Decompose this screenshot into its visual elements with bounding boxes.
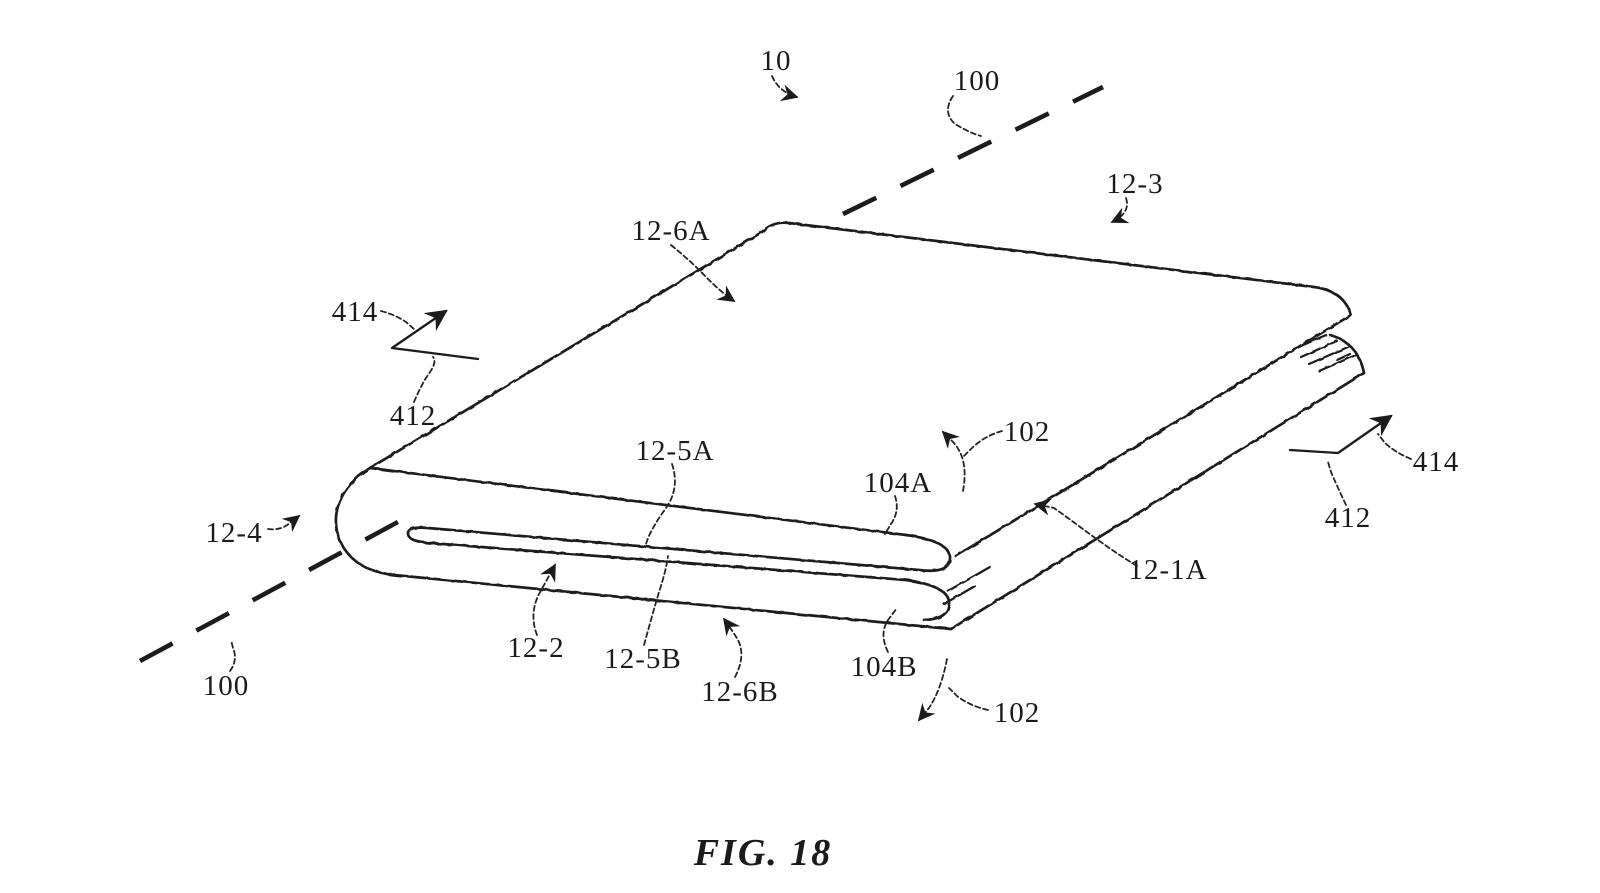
gap-hatching-right-corner	[1292, 333, 1358, 373]
device-line-art	[334, 221, 1366, 631]
ref-label-12-1A: 12-1A	[1128, 554, 1207, 586]
rotation-arrow-102-upper	[941, 430, 966, 492]
leader-414-left	[380, 310, 415, 330]
leader-412-right	[1327, 461, 1347, 506]
bottom-half-right-edge	[949, 333, 1366, 631]
ref-label-12-4: 12-4	[205, 517, 262, 549]
gap-mark	[942, 584, 977, 606]
leader-102-upper	[963, 430, 1003, 457]
top-half-right-edge	[954, 313, 1353, 558]
gap-mark	[946, 565, 992, 593]
hatch-stroke	[1299, 339, 1339, 359]
ref-label-412-right: 412	[1325, 502, 1372, 534]
gap-marks-front-right	[942, 565, 992, 606]
ref-label-414-right: 414	[1413, 446, 1460, 478]
leader-104B	[882, 607, 898, 653]
reference-labels: 10 100 12-3 12-6A 414 412 12-4 100 12-5A 104A 102 1…	[203, 45, 1460, 729]
leader-12-5A	[645, 463, 676, 545]
leader-12-6B	[722, 617, 743, 678]
leader-lines	[229, 75, 1412, 722]
leader-10	[771, 75, 799, 102]
leader-12-5B	[643, 555, 669, 646]
top-surface-front-edge	[368, 466, 908, 537]
ref-label-100-top: 100	[954, 65, 1001, 97]
direction-symbols	[390, 309, 1393, 455]
ref-label-10: 10	[761, 45, 792, 77]
hatch-stroke	[1335, 352, 1352, 362]
ref-label-102-upper: 102	[1004, 416, 1051, 448]
leader-12-3	[1110, 197, 1130, 224]
leader-102-lower	[948, 687, 989, 711]
leader-104A	[884, 495, 898, 535]
ref-label-12-6B: 12-6B	[701, 676, 779, 708]
leader-414-right	[1377, 433, 1412, 460]
top-surface-back-edge	[760, 221, 1353, 317]
fold-axis-upper-segment	[841, 84, 1105, 217]
fold-axis-lower-segment	[138, 519, 400, 664]
leader-12-2	[532, 563, 556, 636]
hatch-stroke	[1292, 333, 1328, 351]
ref-label-412-left: 412	[390, 400, 437, 432]
front-seam-and-rounded-ends	[406, 526, 952, 622]
ref-label-12-2: 12-2	[507, 632, 564, 664]
ref-label-12-5B: 12-5B	[604, 643, 682, 675]
hatch-stroke	[1317, 353, 1358, 373]
leader-12-6A	[670, 244, 736, 302]
rotation-arrow-102-lower	[917, 658, 948, 722]
leader-100-bottom	[229, 639, 236, 672]
ref-label-104A: 104A	[864, 467, 932, 499]
bend-outer-curve-and-bottom-edge	[334, 466, 953, 631]
fold-axis-centerline	[138, 84, 1105, 664]
leader-12-4	[267, 514, 301, 533]
hatch-stroke	[1307, 345, 1350, 366]
ref-label-104B: 104B	[851, 651, 918, 683]
ref-label-102-lower: 102	[994, 697, 1041, 729]
right-412-line-414-arrow	[1288, 414, 1393, 455]
ref-label-12-5A: 12-5A	[635, 435, 714, 467]
ref-label-12-6A: 12-6A	[631, 215, 710, 247]
top-surface-left-edge	[368, 230, 764, 470]
leader-12-1A	[1033, 498, 1138, 567]
figure-caption: FIG. 18	[693, 832, 833, 874]
leader-412-left	[413, 356, 436, 403]
ref-label-12-3: 12-3	[1106, 168, 1163, 200]
leader-100-top	[947, 95, 982, 137]
ref-label-100-bottom: 100	[203, 670, 250, 702]
ref-label-414-left: 414	[332, 296, 379, 328]
left-412-line-414-arrow	[390, 309, 480, 361]
